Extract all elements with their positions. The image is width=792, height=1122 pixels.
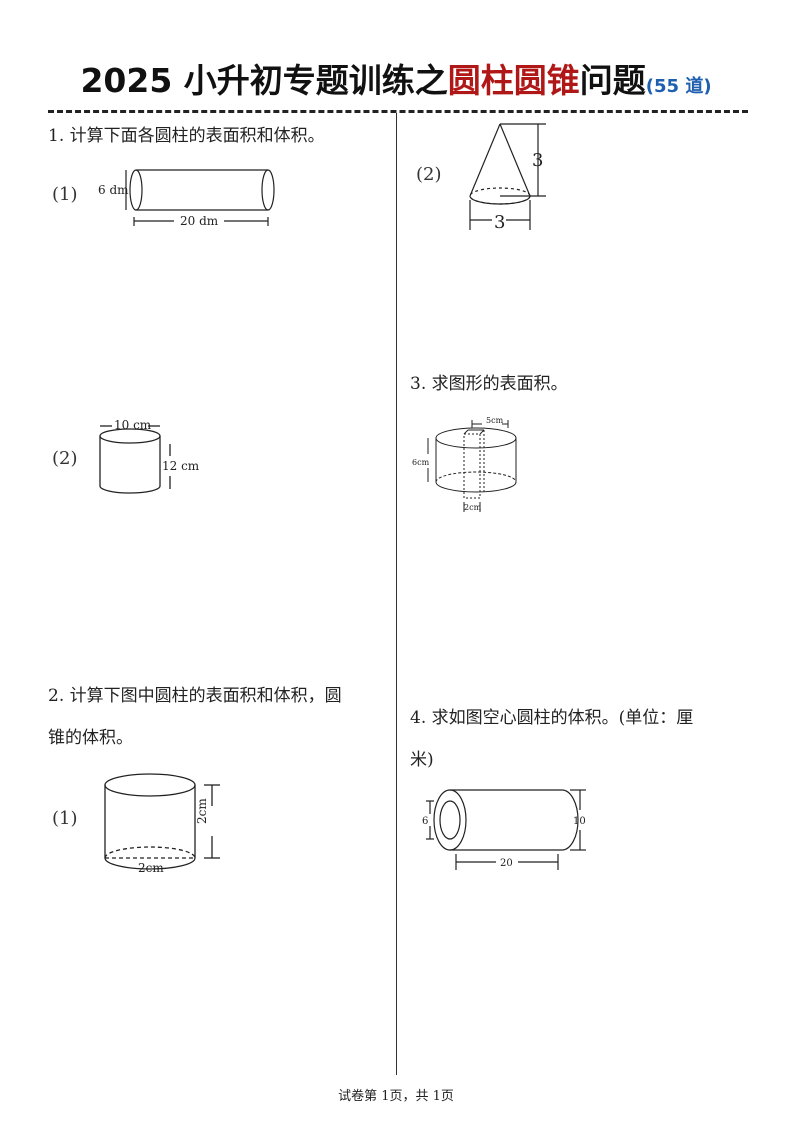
q3-height-label: 6cm <box>412 458 430 467</box>
q3-top-label: 5cm <box>486 416 504 425</box>
question-2-text-line2: 锥的体积。 <box>48 728 133 748</box>
page-title: 2025 小升初专题训练之圆柱圆锥问题(55 道) <box>80 61 712 100</box>
q2-sub2-diameter-label: 3 <box>494 212 505 233</box>
column-divider <box>396 113 397 1075</box>
q2-sub1-diameter-label: 2cm <box>138 861 164 875</box>
title-divider <box>48 110 748 113</box>
question-4-text-line1: 4. 求如图空心圆柱的体积。(单位：厘 <box>410 708 694 728</box>
q2-sub2-label: (2) <box>416 164 442 185</box>
q3-bottom-label: 2cm <box>464 503 482 512</box>
q4-outer-label: 10 <box>573 816 586 827</box>
q3-figure: 5cm 6cm 2cm <box>412 416 517 512</box>
q4-figure: 6 10 20 <box>422 789 586 870</box>
q2-sub1-label: (1) <box>52 808 78 829</box>
q4-inner-label: 6 <box>422 816 428 827</box>
q1-sub2-label: (2) <box>52 448 78 469</box>
q4-length-label: 20 <box>500 858 513 869</box>
q1-sub1-label: (1) <box>52 184 78 205</box>
q1-sub1-height-label: 6 dm <box>98 183 129 197</box>
q2-sub2-figure: 3 3 <box>469 123 546 233</box>
question-3-text: 3. 求图形的表面积。 <box>410 374 568 394</box>
question-4-text-line2: 米) <box>410 750 434 770</box>
q2-sub1-height-label: 2cm <box>195 798 209 824</box>
question-1-text: 1. 计算下面各圆柱的表面积和体积。 <box>48 126 325 146</box>
q2-sub1-figure: 2cm 2cm <box>104 773 220 875</box>
q1-sub2-diameter-label: 10 cm <box>114 418 152 432</box>
q2-sub2-height-label: 3 <box>532 150 543 171</box>
page-footer: 试卷第 1页，共 1页 <box>338 1089 454 1104</box>
question-2-text-line1: 2. 计算下图中圆柱的表面积和体积，圆 <box>48 686 342 706</box>
q1-sub2-figure: 10 cm 12 cm <box>99 418 200 494</box>
q1-sub1-figure: 6 dm 20 dm <box>98 169 275 228</box>
q1-sub1-length-label: 20 dm <box>180 214 219 228</box>
q1-sub2-height-label: 12 cm <box>162 459 200 473</box>
